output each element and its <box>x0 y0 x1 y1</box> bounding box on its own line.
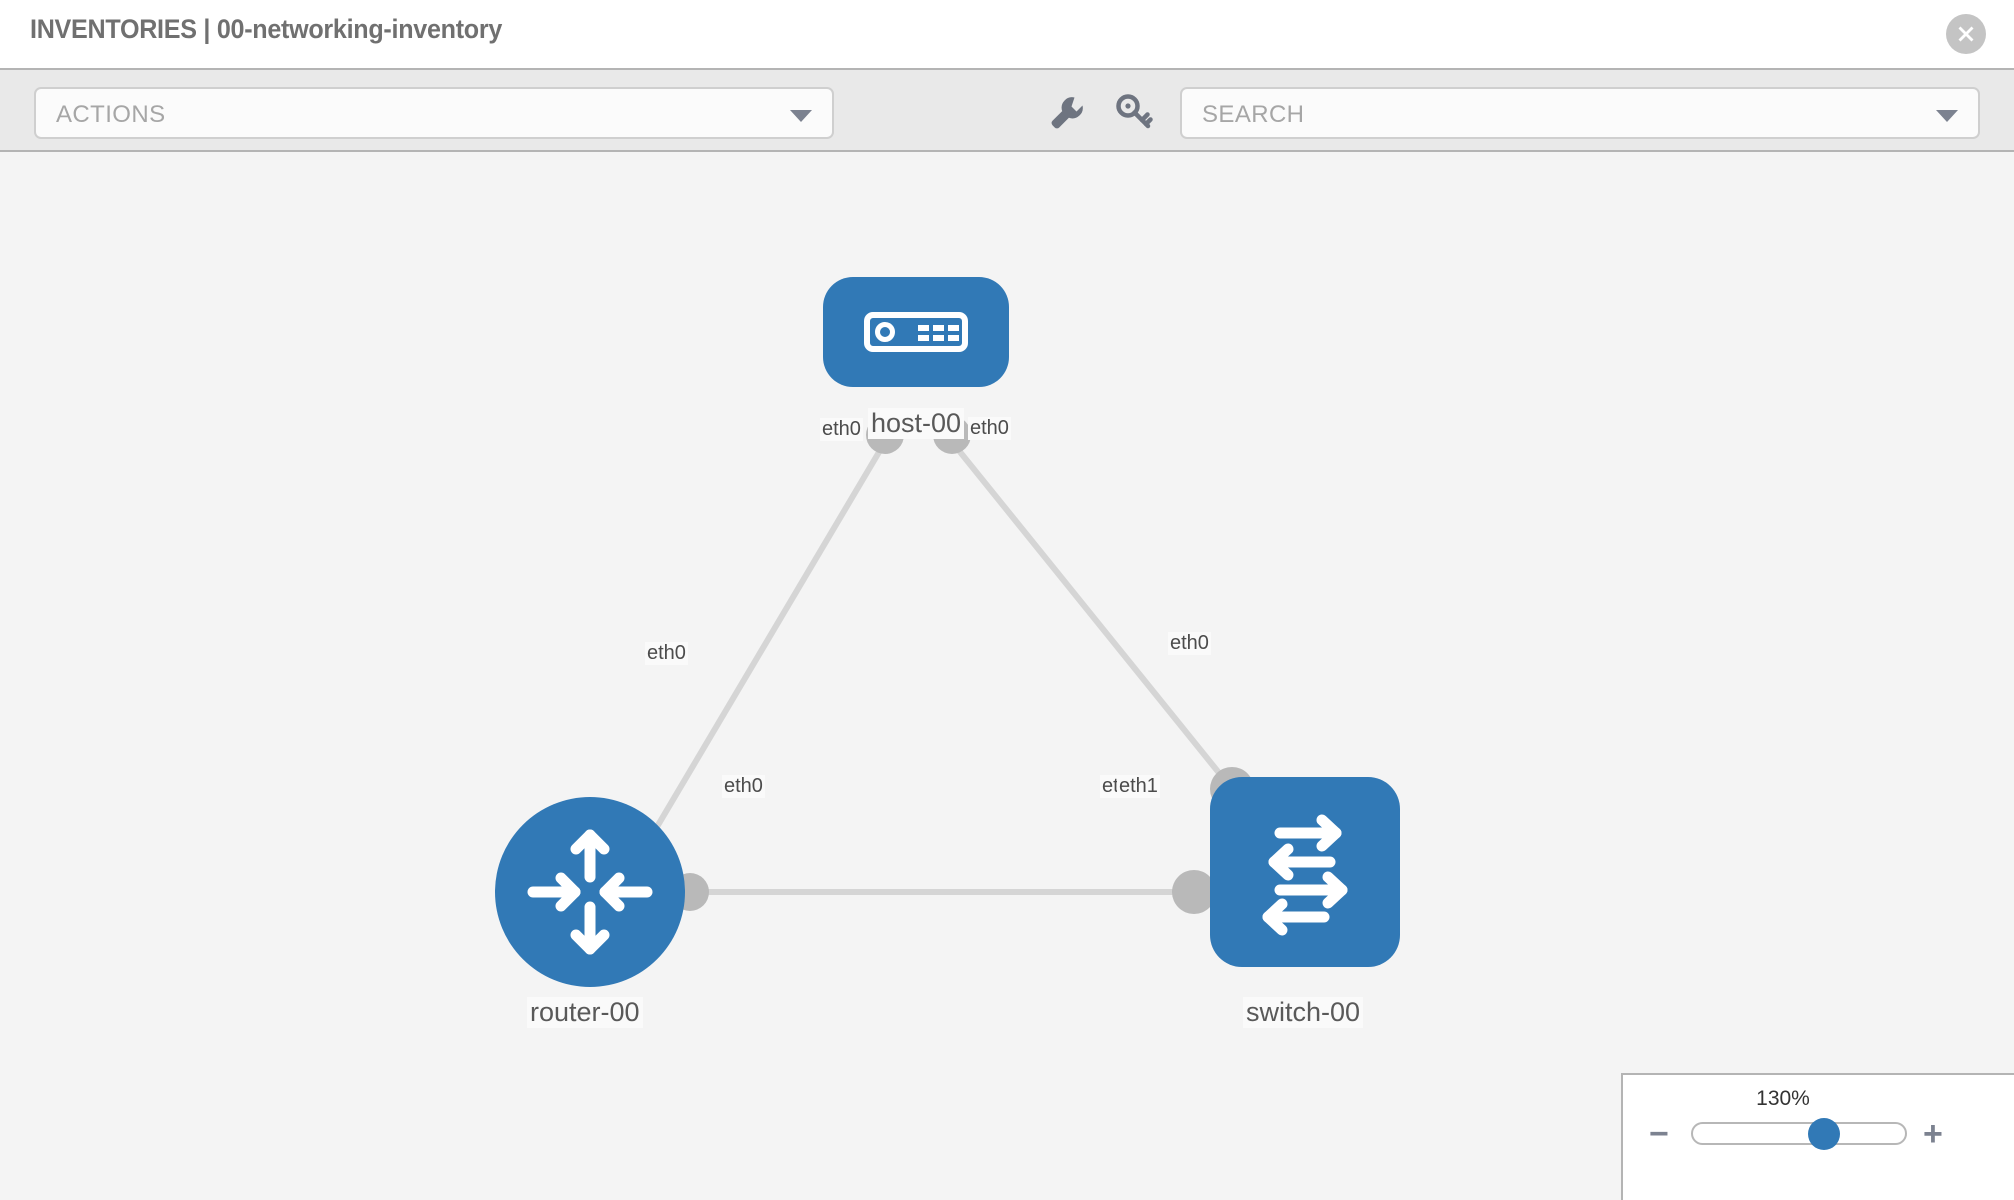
switch-arrows-icon <box>1262 814 1348 936</box>
actions-dropdown-label: ACTIONS <box>56 101 166 128</box>
zoom-out-button[interactable]: − <box>1649 1115 1669 1153</box>
edge-label-router-eth0-up: eth0 <box>645 642 688 665</box>
zoom-slider[interactable] <box>1691 1118 1907 1150</box>
router-arrows-icon <box>527 829 653 955</box>
search-placeholder: SEARCH <box>1202 101 1305 128</box>
node-router-00[interactable] <box>495 797 685 987</box>
actions-dropdown[interactable]: ACTIONS <box>34 87 834 139</box>
link-host-switch <box>949 440 1235 791</box>
zoom-control-panel: 130% − + <box>1621 1073 2014 1200</box>
node-host-00[interactable] <box>823 277 1009 387</box>
page-title: INVENTORIES | 00-networking-inventory <box>30 14 503 44</box>
zoom-slider-thumb[interactable] <box>1808 1118 1841 1150</box>
chevron-down-icon <box>790 110 812 122</box>
node-host-00-shape <box>823 277 1009 387</box>
chevron-down-icon[interactable] <box>1936 110 1958 122</box>
edge-label-host-eth0-right: eth0 <box>968 417 1011 440</box>
node-switch-00-label: switch-00 <box>1243 997 1364 1028</box>
close-button[interactable] <box>1946 14 1986 54</box>
wrench-icon[interactable] <box>1044 90 1088 134</box>
topology-canvas[interactable]: host-00 <box>0 152 2014 1200</box>
zoom-in-button[interactable]: + <box>1923 1115 1943 1153</box>
search-input[interactable]: SEARCH <box>1180 87 1980 139</box>
edge-label-router-eth0: eth0 <box>722 775 765 798</box>
node-router-00-shape <box>495 797 685 987</box>
page-header: INVENTORIES | 00-networking-inventory <box>0 0 2014 68</box>
edge-label-host-eth0-left: eth0 <box>820 418 863 441</box>
link-router-host <box>645 440 888 844</box>
node-router-00-label: router-00 <box>527 997 643 1028</box>
zoom-level-value: 130% <box>1756 1087 1810 1110</box>
node-switch-00-shape <box>1210 777 1400 967</box>
edge-label-switch-eth1: eth1 <box>1117 775 1160 798</box>
node-switch-00[interactable] <box>1210 777 1400 967</box>
node-host-00-label: host-00 <box>868 408 965 439</box>
key-icon[interactable] <box>1112 90 1156 134</box>
topology-links <box>645 440 1235 895</box>
server-icon <box>864 312 968 352</box>
toolbar: ACTIONS SEARCH <box>0 68 2014 152</box>
port-switch-eth1[interactable] <box>1172 870 1216 914</box>
edge-label-switch-eth0: eth0 <box>1168 632 1211 655</box>
